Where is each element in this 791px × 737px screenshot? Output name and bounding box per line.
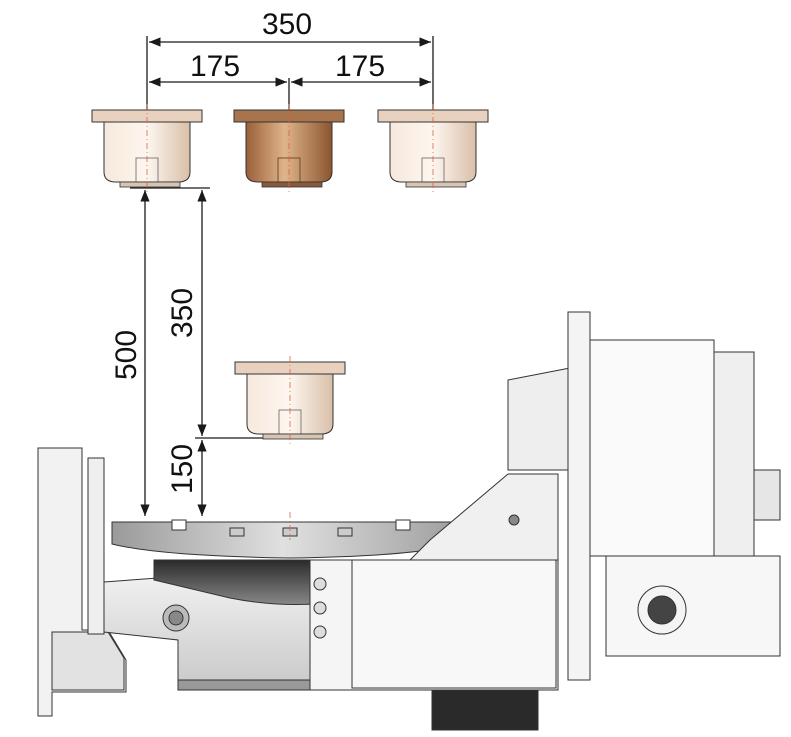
dim-top-left: 175 [190, 50, 240, 83]
workpiece-center-active [233, 104, 345, 192]
dim-top-total: 350 [262, 8, 312, 41]
dim-vertical-lower: 150 [166, 444, 199, 494]
dim-top-right: 175 [335, 50, 385, 83]
dim-vertical-total: 500 [110, 330, 143, 380]
top-dimension-lines [146, 36, 434, 110]
workpiece-left [91, 104, 203, 192]
vertical-dimension-lines [130, 187, 270, 516]
workpiece-right [377, 104, 489, 192]
machine-body [37, 311, 781, 731]
workpiece-lowered [234, 356, 346, 444]
dim-vertical-upper: 350 [166, 288, 199, 338]
